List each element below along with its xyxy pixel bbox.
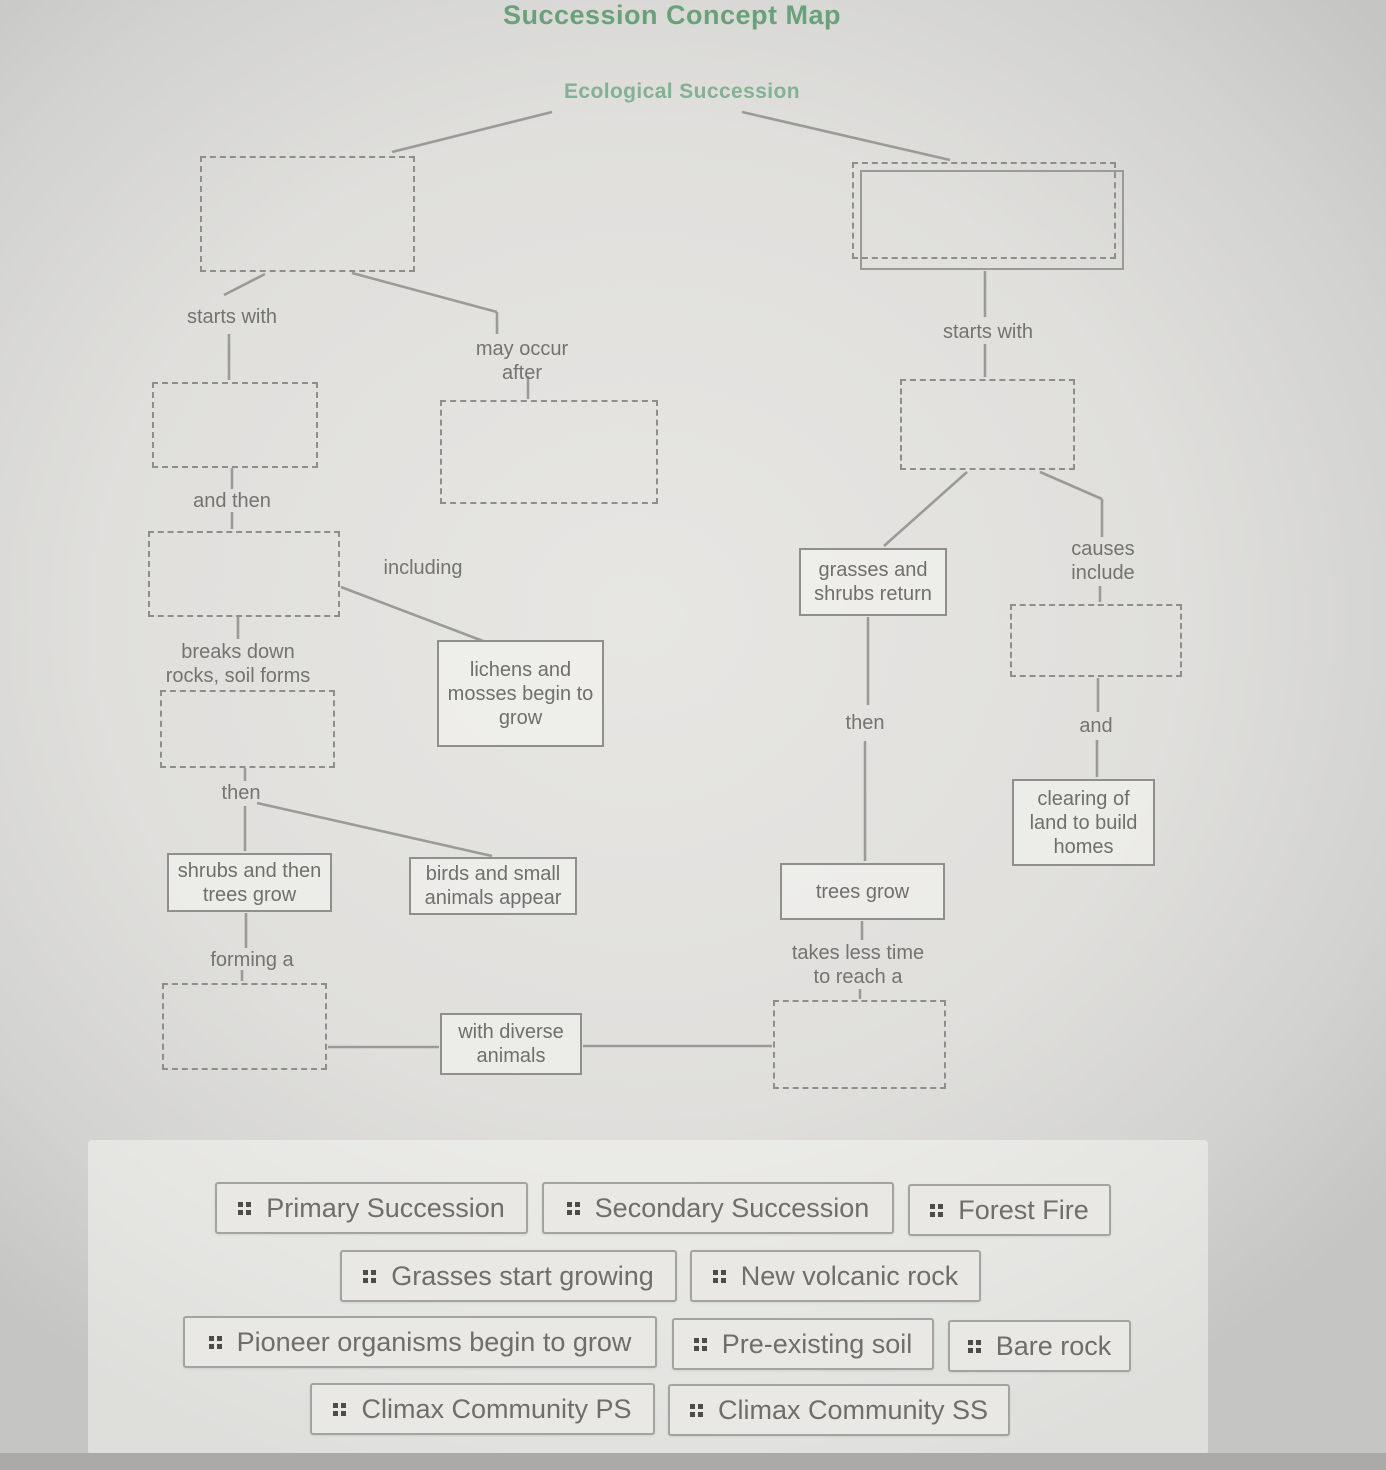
tile-bare-rock[interactable]: Bare rock: [948, 1320, 1131, 1372]
tile-pre-existing-soil[interactable]: Pre-existing soil: [672, 1318, 934, 1370]
connector-root-to-left-branch: [391, 110, 553, 154]
edge-label-and: and: [1079, 715, 1113, 737]
drop-zone-left-starts-with[interactable]: [152, 382, 318, 468]
tile-label: Climax Community PS: [361, 1393, 632, 1424]
drag-handle-icon: [238, 1201, 252, 1215]
tile-primary-succession[interactable]: Primary Succession: [215, 1182, 528, 1234]
tile-label: New volcanic rock: [740, 1260, 959, 1291]
drag-handle-icon: [689, 1403, 703, 1417]
node-trees-grow: trees grow: [780, 863, 945, 920]
edge-label-may-occur-after: may occur after: [475, 338, 569, 384]
node-shrubs-trees-grow: shrubs and then trees grow: [167, 853, 332, 912]
tile-label: Secondary Succession: [594, 1192, 870, 1223]
drop-zone-forming-a[interactable]: [162, 983, 327, 1070]
node-with-diverse-animals: with diverse animals: [440, 1013, 582, 1075]
edge-label-breaks-down: breaks down rocks, soil forms: [165, 641, 311, 687]
tile-climax-community-ss[interactable]: Climax Community SS: [668, 1384, 1010, 1436]
tile-grasses-start-growing[interactable]: Grasses start growing: [340, 1250, 677, 1302]
connector-root-to-right-branch: [741, 110, 951, 162]
edge-label-causes-include: causes include: [1071, 538, 1135, 584]
connector-including-to-lichens: [340, 585, 484, 643]
tile-label: Climax Community SS: [717, 1394, 989, 1425]
tile-climax-community-ps[interactable]: Climax Community PS: [310, 1383, 655, 1435]
tile-forest-fire[interactable]: Forest Fire: [908, 1184, 1111, 1236]
edge-label-including: including: [383, 557, 463, 579]
drag-handle-icon: [967, 1339, 981, 1353]
bottom-edge-strip: [0, 1453, 1386, 1470]
edge-label-left-then: then: [221, 782, 261, 804]
edge-label-forming-a: forming a: [210, 949, 294, 971]
drop-zone-primary-succession[interactable]: [200, 156, 415, 272]
drop-zone-causes-include[interactable]: [1010, 604, 1182, 677]
tile-label: Forest Fire: [958, 1194, 1089, 1225]
drag-handle-icon: [693, 1337, 707, 1351]
root-node-label: Ecological Succession: [564, 80, 800, 103]
tile-label: Primary Succession: [266, 1192, 505, 1223]
edge-label-right-then: then: [845, 712, 885, 734]
tile-label: Pioneer organisms begin to grow: [236, 1326, 632, 1357]
drag-handle-icon: [208, 1335, 222, 1349]
drop-zone-right-top-outline: [860, 170, 1124, 270]
connector-then-to-birds: [256, 801, 493, 858]
drop-zone-and-then[interactable]: [148, 531, 340, 617]
drop-zone-right-starts-with[interactable]: [900, 379, 1075, 470]
page-title: Succession Concept Map: [502, 0, 842, 30]
connector-leftbox-to-starts-with: [223, 272, 266, 297]
drag-handle-icon: [712, 1269, 726, 1283]
node-clearing-land: clearing of land to build homes: [1012, 779, 1155, 866]
node-grasses-shrubs-return: grasses and shrubs return: [799, 548, 947, 616]
edge-label-and-then: and then: [193, 490, 271, 512]
drag-handle-icon: [930, 1203, 944, 1217]
edge-label-takes-less-time: takes less time to reach a: [791, 942, 925, 988]
node-lichens-mosses: lichens and mosses begin to grow: [437, 640, 604, 747]
tile-label: Bare rock: [995, 1330, 1112, 1361]
tile-secondary-succession[interactable]: Secondary Succession: [542, 1182, 894, 1234]
tile-pioneer-organisms[interactable]: Pioneer organisms begin to grow: [183, 1316, 657, 1368]
connector-leftbox-to-may-occur: [351, 271, 498, 314]
drag-handle-icon: [566, 1201, 580, 1215]
tile-label: Grasses start growing: [391, 1260, 654, 1291]
tile-label: Pre-existing soil: [721, 1328, 913, 1359]
drag-handle-icon: [363, 1269, 377, 1283]
connector-box-to-causes: [1039, 470, 1103, 501]
node-birds-small-animals: birds and small animals appear: [409, 857, 577, 915]
edge-label-right-starts-with: starts with: [942, 321, 1034, 343]
drop-zone-may-occur-after[interactable]: [440, 400, 658, 504]
drop-zone-secondary-succession[interactable]: [852, 162, 1116, 259]
tile-new-volcanic-rock[interactable]: New volcanic rock: [690, 1250, 981, 1302]
drop-zone-reach-a[interactable]: [773, 1000, 946, 1089]
drag-handle-icon: [333, 1402, 347, 1416]
connector-box-to-grasses-return: [883, 471, 968, 547]
edge-label-left-starts-with: starts with: [186, 306, 278, 328]
drop-zone-breaks-down[interactable]: [160, 690, 335, 768]
